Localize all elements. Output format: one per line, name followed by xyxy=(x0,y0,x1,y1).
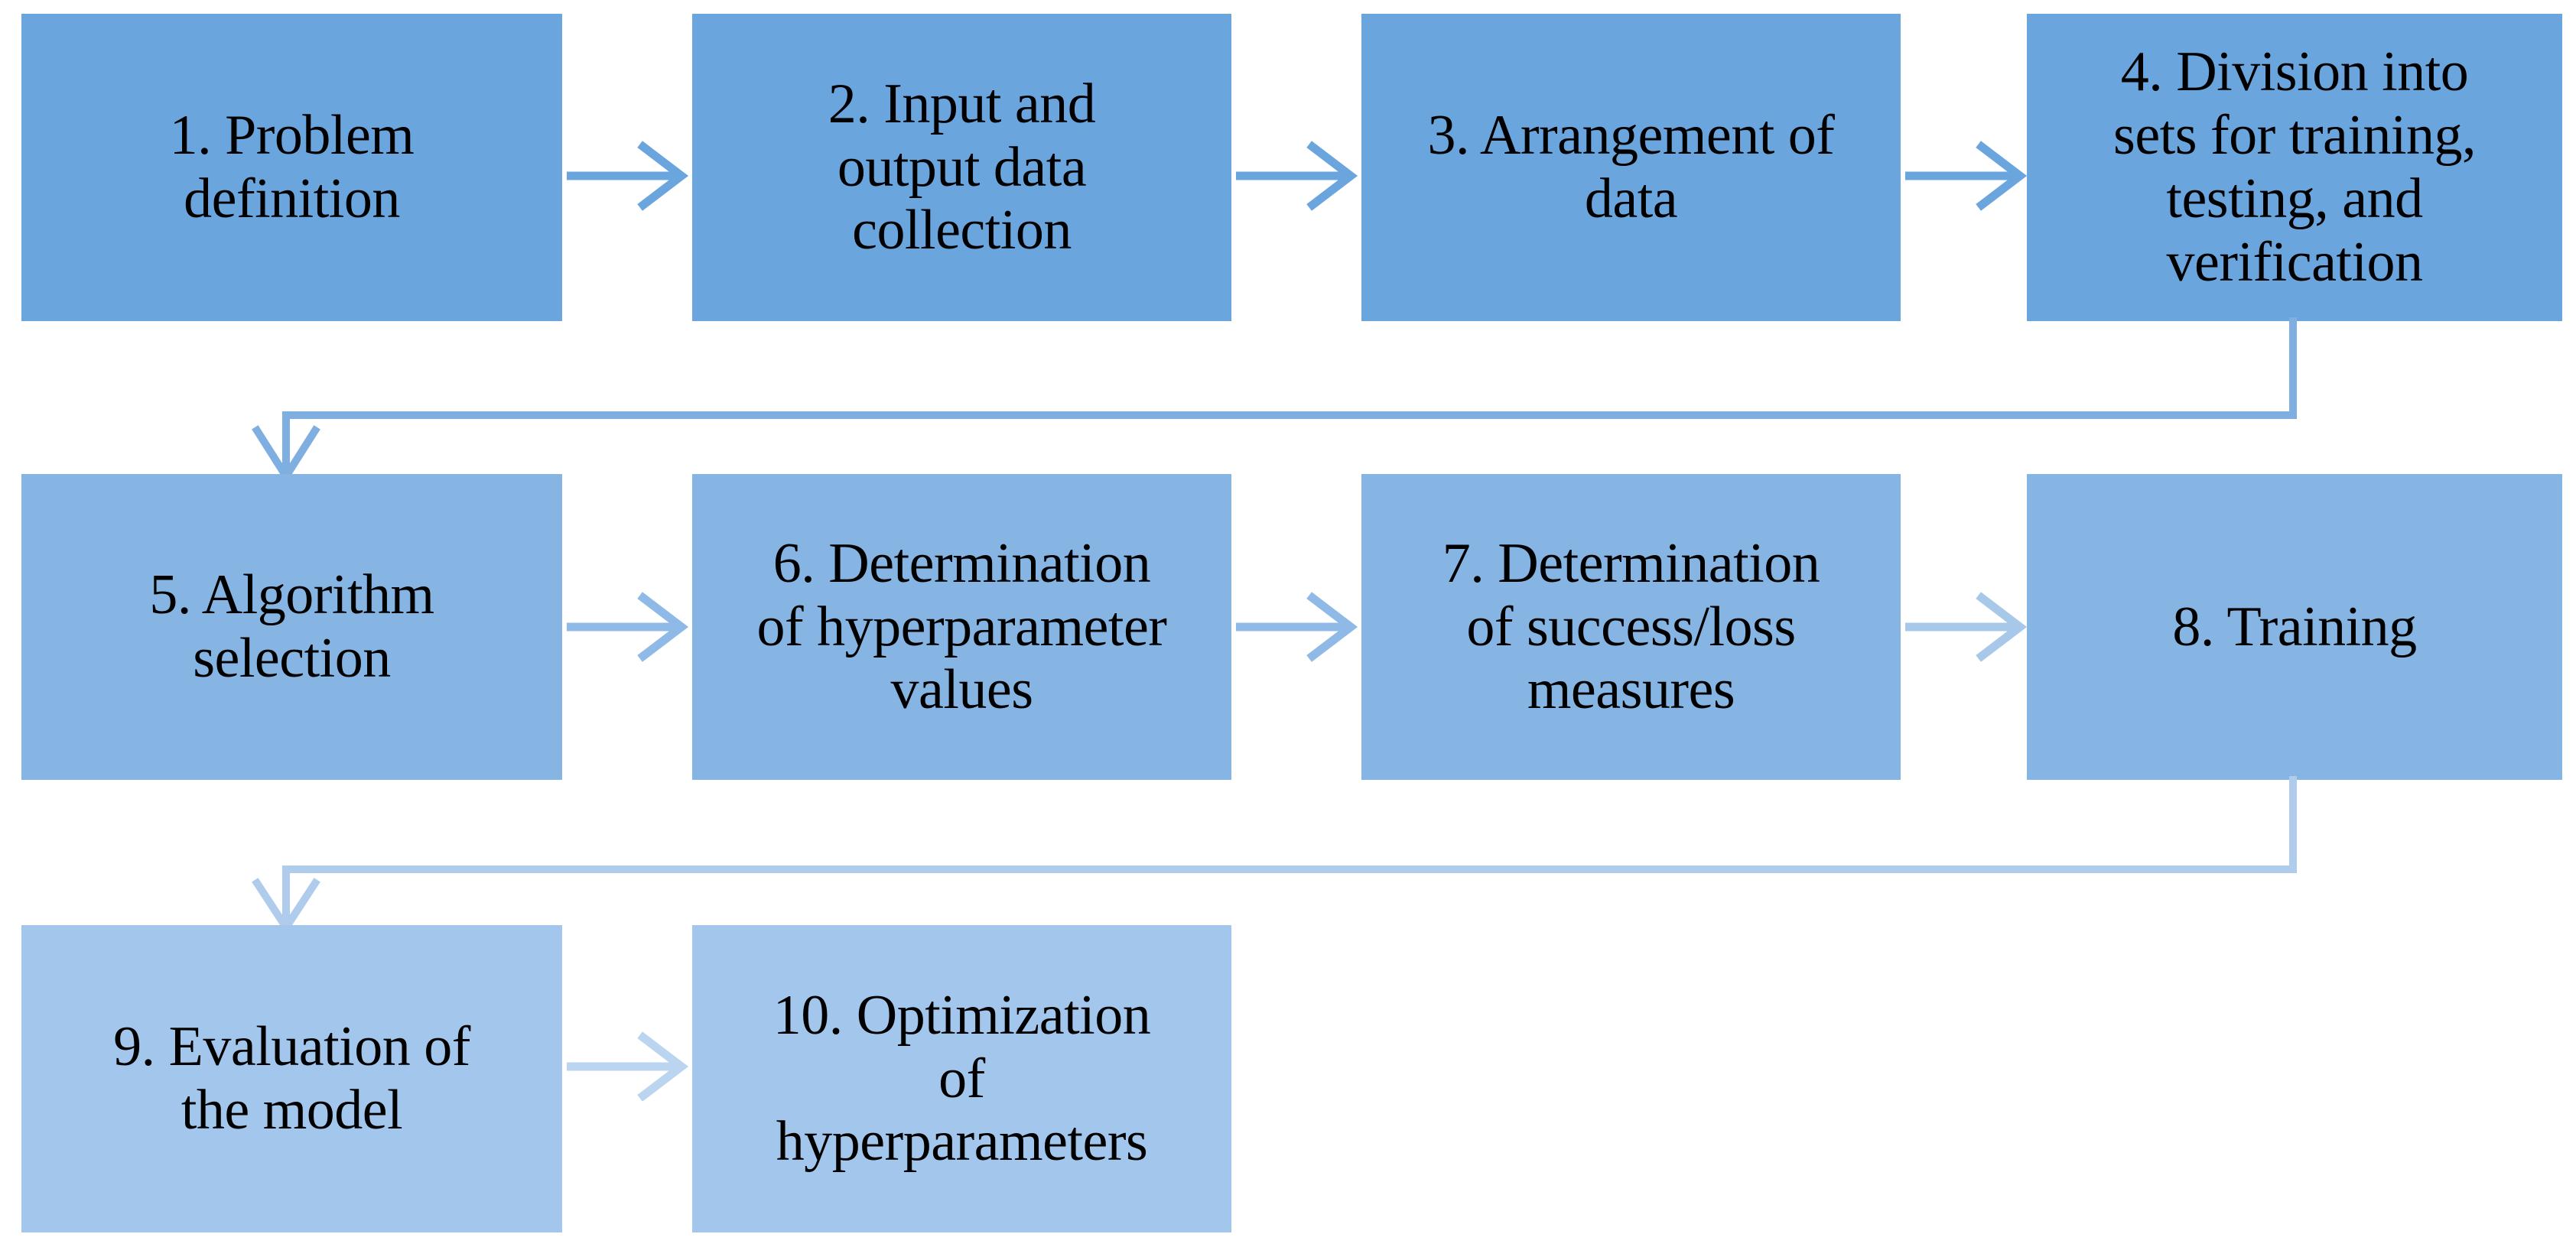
flow-node-step-1[interactable]: 1. Problem definition xyxy=(21,14,562,321)
flow-node-step-4[interactable]: 4. Division into sets for training, test… xyxy=(2027,14,2562,321)
connector-arrow-2-to-3 xyxy=(1231,130,1361,222)
connector-arrow-5-to-6 xyxy=(562,581,692,673)
flow-node-step-8[interactable]: 8. Training xyxy=(2027,474,2562,780)
connector-arrow-8-to-9 xyxy=(229,776,2310,933)
flow-node-step-6[interactable]: 6. Determination of hyperparameter value… xyxy=(692,474,1231,780)
flow-node-label: 1. Problem definition xyxy=(169,104,415,230)
connector-arrow-7-to-8 xyxy=(1901,581,2031,673)
connector-arrow-6-to-7 xyxy=(1231,581,1361,673)
flow-node-label: 10. Optimization of hyperparameters xyxy=(772,983,1151,1174)
flow-node-step-3[interactable]: 3. Arrangement of data xyxy=(1361,14,1901,321)
flow-node-step-9[interactable]: 9. Evaluation of the model xyxy=(21,925,562,1232)
flow-node-label: 6. Determination of hyperparameter value… xyxy=(756,531,1167,722)
connector-arrow-4-to-5 xyxy=(229,317,2310,482)
flow-node-step-5[interactable]: 5. Algorithm selection xyxy=(21,474,562,780)
flow-node-label: 7. Determination of success/loss measure… xyxy=(1442,531,1820,722)
flow-node-step-7[interactable]: 7. Determination of success/loss measure… xyxy=(1361,474,1901,780)
flow-node-label: 4. Division into sets for training, test… xyxy=(2113,41,2476,294)
connector-arrow-3-to-4 xyxy=(1901,130,2031,222)
flow-node-label: 9. Evaluation of the model xyxy=(113,1015,470,1141)
flow-node-step-2[interactable]: 2. Input and output data collection xyxy=(692,14,1231,321)
flow-node-step-10[interactable]: 10. Optimization of hyperparameters xyxy=(692,925,1231,1232)
flow-node-label: 2. Input and output data collection xyxy=(828,72,1096,262)
connector-arrow-9-to-10 xyxy=(562,1021,692,1112)
flow-node-label: 8. Training xyxy=(2172,595,2417,658)
flow-node-label: 3. Arrangement of data xyxy=(1427,104,1835,230)
flow-node-label: 5. Algorithm selection xyxy=(149,563,434,690)
connector-arrow-1-to-2 xyxy=(562,130,692,222)
